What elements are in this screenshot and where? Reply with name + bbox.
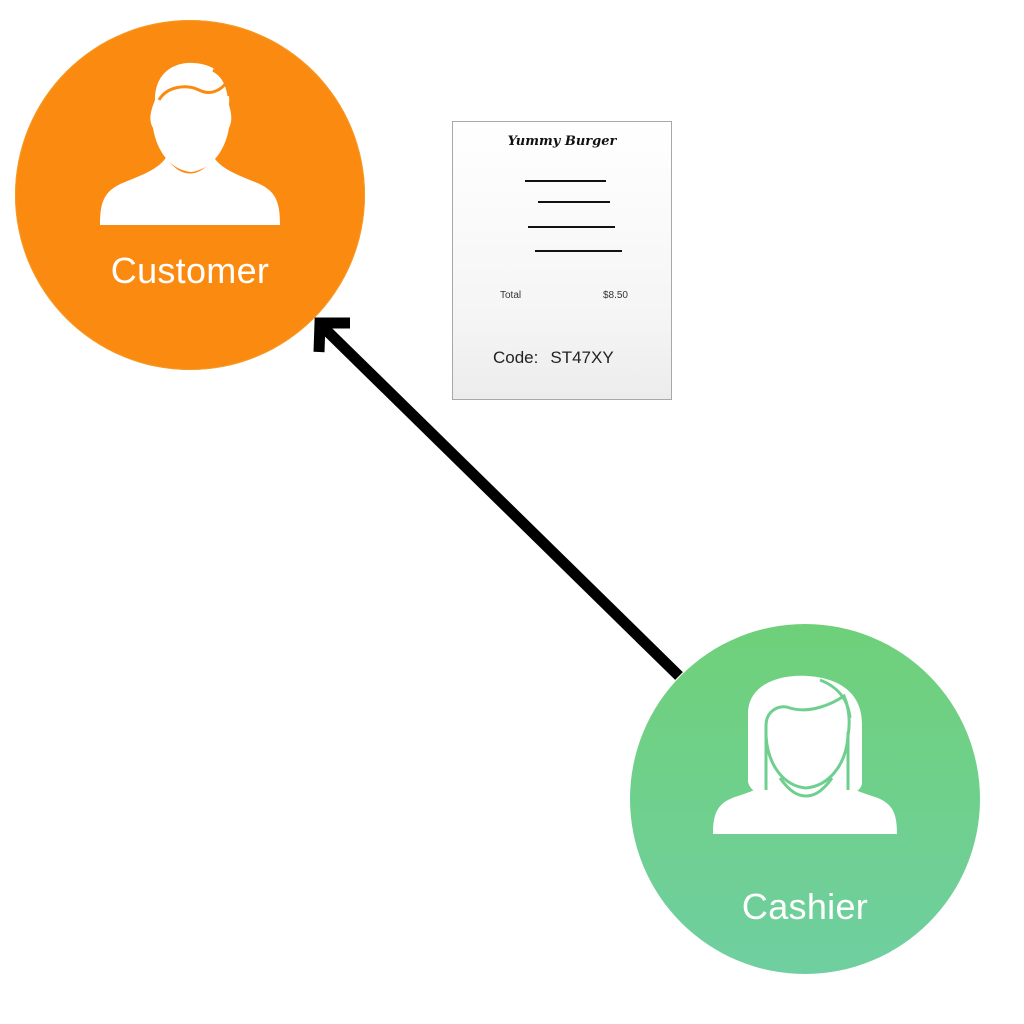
cashier-label: Cashier	[741, 886, 869, 927]
flow-arrowhead-icon	[313, 317, 350, 353]
receipt-code-row: Code: ST47XY	[493, 348, 614, 368]
female-person-icon	[713, 675, 897, 834]
customer-label: Customer	[110, 250, 270, 291]
receipt-total-label: Total	[500, 290, 522, 301]
receipt-item-line	[538, 201, 610, 203]
receipt-total-value: $8.50	[602, 290, 628, 301]
receipt-code-value: ST47XY	[550, 348, 614, 367]
customer-node: Customer	[15, 20, 365, 370]
cashier-node: Cashier	[630, 624, 980, 974]
receipt-item-line	[525, 180, 606, 182]
receipt-code-label: Code:	[493, 348, 539, 367]
receipt-item-line	[528, 226, 615, 228]
receipt-document: Yummy Burger Total $8.50 Code: ST47XY	[452, 121, 672, 400]
receipt-title: Yummy Burger	[507, 134, 617, 149]
receipt-item-line	[535, 250, 622, 252]
male-person-icon	[100, 62, 280, 225]
